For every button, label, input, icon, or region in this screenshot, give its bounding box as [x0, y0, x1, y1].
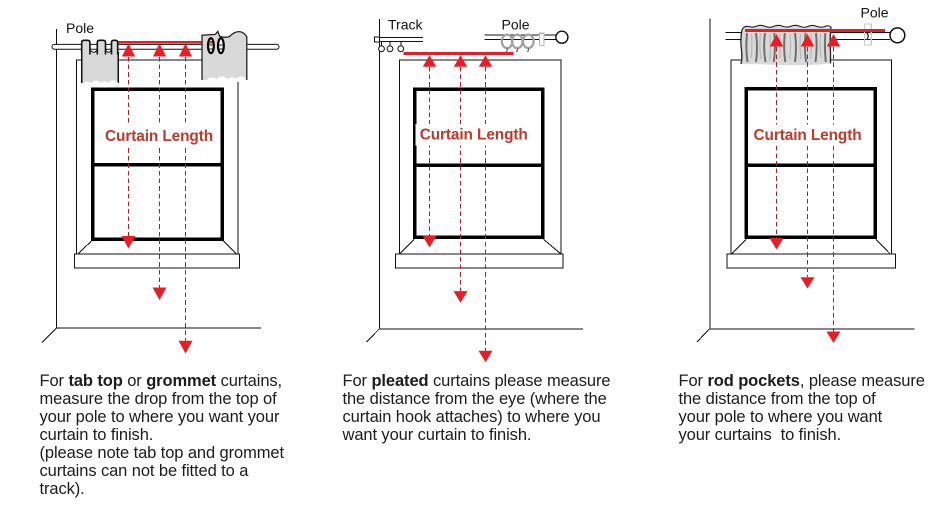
svg-text:Track: Track	[388, 17, 423, 33]
svg-text:Pole: Pole	[502, 17, 530, 33]
svg-text:Curtain Length: Curtain Length	[105, 128, 213, 145]
svg-text:Pole: Pole	[861, 4, 889, 20]
svg-text:Pole: Pole	[66, 20, 94, 36]
svg-text:Curtain Length: Curtain Length	[754, 127, 862, 144]
svg-text:Curtain Length: Curtain Length	[420, 127, 528, 144]
